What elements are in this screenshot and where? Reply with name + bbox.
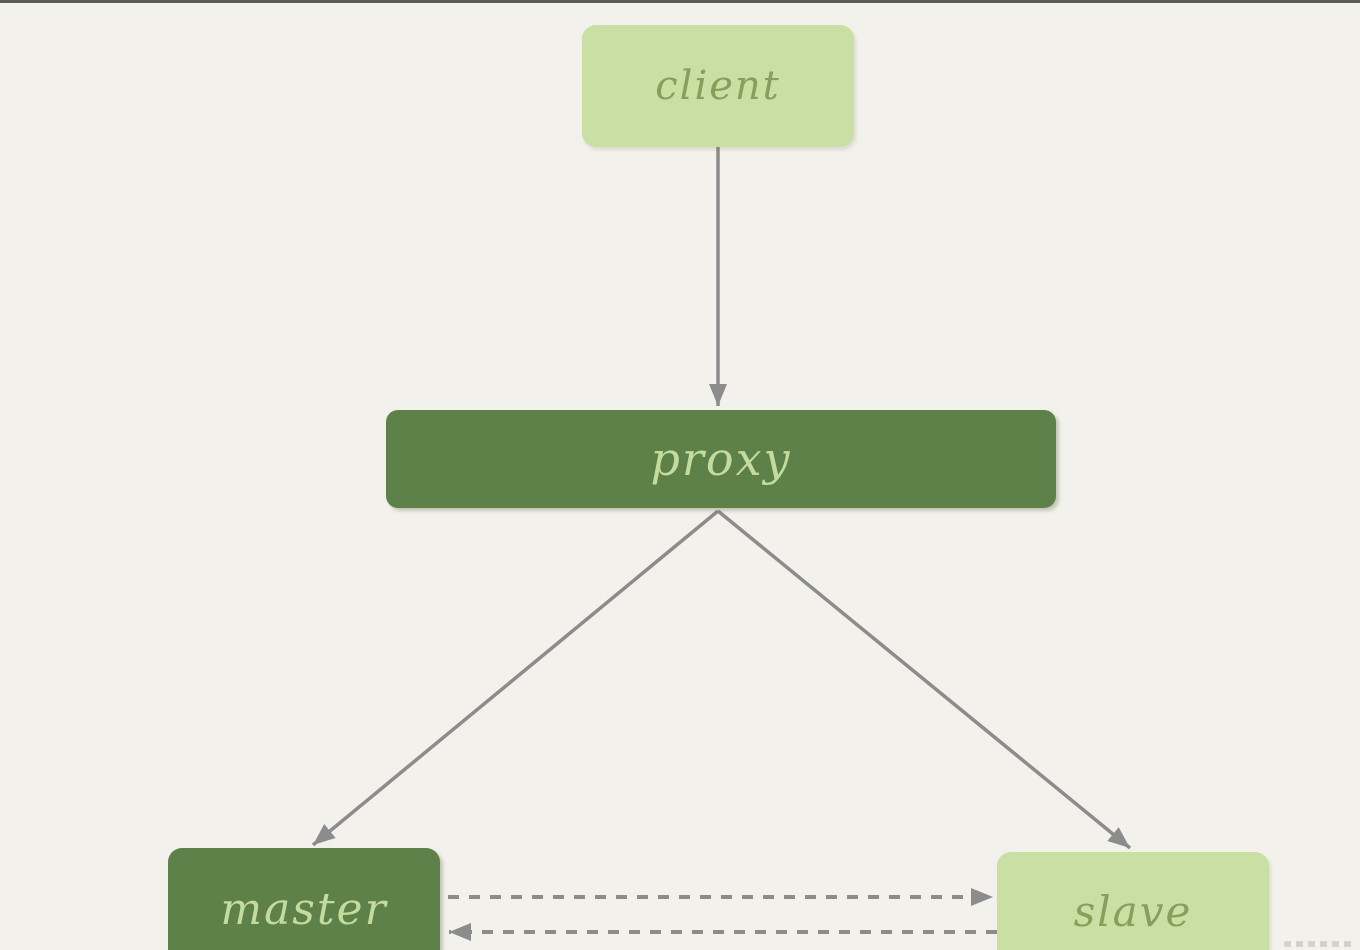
node-master-label: master (220, 883, 388, 935)
top-border (0, 0, 1360, 3)
node-proxy: proxy (386, 410, 1056, 508)
watermark (1284, 941, 1356, 947)
node-proxy-label: proxy (650, 432, 792, 486)
node-slave-label: slave (1073, 886, 1193, 936)
node-client: client (582, 25, 854, 147)
node-master: master (168, 848, 440, 950)
node-slave: slave (997, 852, 1269, 950)
node-client-label: client (655, 63, 781, 109)
edge-proxy-to-master (311, 509, 720, 847)
edge-proxy-to-slave (716, 509, 1132, 850)
